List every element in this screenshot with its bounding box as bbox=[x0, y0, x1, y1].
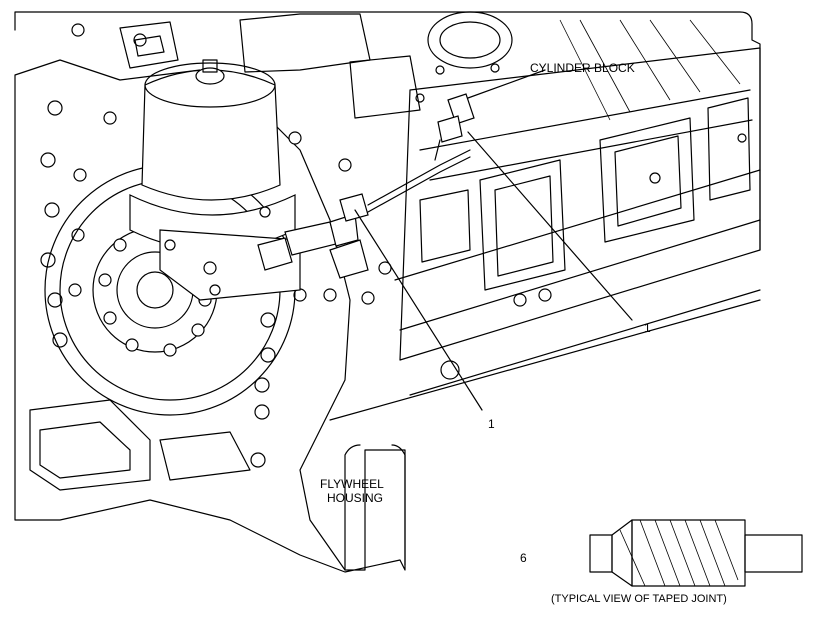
cylinder-block bbox=[329, 19, 761, 421]
flywheel-housing-label-line2: HOUSING bbox=[327, 491, 383, 505]
callout-number-upper: 1 bbox=[644, 321, 651, 335]
cylinder-block-label: CYLINDER BLOCK bbox=[530, 61, 635, 75]
filter-canister bbox=[119, 21, 301, 301]
callout-number-lower: 1 bbox=[488, 417, 495, 431]
housing-bolts bbox=[40, 23, 392, 468]
direction-glyph: 6 bbox=[520, 551, 527, 565]
leader-lower bbox=[354, 209, 483, 411]
leader-block bbox=[467, 69, 546, 99]
flywheel-housing-label-line1: FLYWHEEL bbox=[320, 477, 384, 491]
upper-fitting bbox=[434, 93, 475, 161]
flywheel-housing bbox=[14, 23, 406, 573]
flywheel-label-frame bbox=[344, 444, 406, 571]
taped-joint-detail: 6 (TYPICAL VIEW OF TAPED JOINT) bbox=[520, 519, 803, 605]
cylinder-head bbox=[239, 11, 513, 119]
sensor-harness bbox=[257, 149, 471, 279]
taped-joint-caption: (TYPICAL VIEW OF TAPED JOINT) bbox=[551, 593, 727, 605]
drawing-border bbox=[14, 11, 761, 251]
leader-upper bbox=[467, 131, 633, 321]
flywheel bbox=[44, 164, 296, 416]
